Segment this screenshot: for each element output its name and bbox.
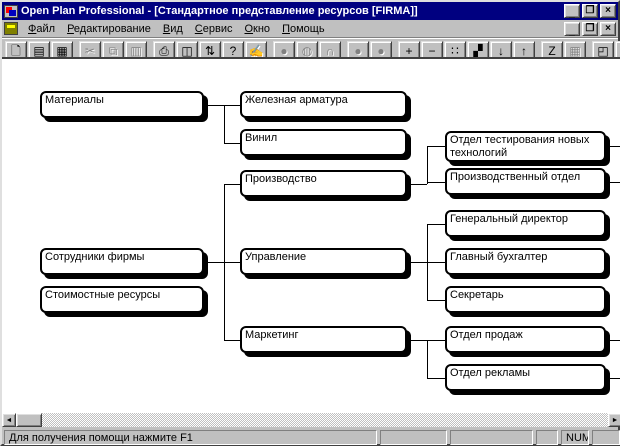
arrow-up-icon[interactable]: ↑ <box>513 40 535 61</box>
connector-line <box>427 224 445 225</box>
node-materials[interactable]: Материалы <box>40 91 204 118</box>
connector-line <box>427 146 445 147</box>
connector-line <box>407 340 445 341</box>
menu-tools[interactable]: Сервис <box>194 22 233 35</box>
context-help-icon: ✍ <box>245 40 267 61</box>
status-panel-4 <box>536 429 558 445</box>
scroll-right-button[interactable]: ► <box>608 413 620 427</box>
connector-line <box>606 146 620 147</box>
scrollbar-thumb[interactable] <box>16 413 42 427</box>
node-vinyl[interactable]: Винил <box>240 129 407 156</box>
connector-line <box>427 340 428 378</box>
status-panel-6 <box>592 429 620 445</box>
connector-line <box>224 184 225 340</box>
menu-edit[interactable]: Редактирование <box>67 22 151 35</box>
toolbar-group: ●● <box>347 40 393 61</box>
connector-line <box>427 378 445 379</box>
node-cost-resources[interactable]: Стоимостные ресурсы <box>40 286 204 313</box>
node-iron-fittings[interactable]: Железная арматура <box>240 91 407 118</box>
menu-window[interactable]: Окно <box>244 22 271 35</box>
connector-line <box>427 300 445 301</box>
scrollbar-track[interactable] <box>42 413 608 427</box>
connector-line <box>427 224 428 300</box>
node-sales-dept[interactable]: Отдел продаж <box>445 326 606 353</box>
node-advertising-dept[interactable]: Отдел рекламы <box>445 364 606 391</box>
app-icon <box>4 4 18 18</box>
toolbar-group: Z▦ <box>541 40 587 61</box>
remove-icon[interactable]: − <box>421 40 443 61</box>
connector-line <box>224 340 240 341</box>
resource-query-icon: ◍ <box>296 40 318 61</box>
horizontal-scrollbar[interactable]: ◄ ► <box>2 413 620 427</box>
new-file-icon[interactable]: 🗋 <box>5 40 27 61</box>
connector-line <box>224 184 240 185</box>
menu-file[interactable]: Файл <box>28 22 56 35</box>
connector-line <box>606 182 620 183</box>
connector-line <box>407 262 445 263</box>
node-marketing[interactable]: Маркетинг <box>240 326 407 353</box>
node-production-dept[interactable]: Производственный отдел <box>445 168 606 195</box>
title-bar: Open Plan Professional - [Стандартное пр… <box>2 2 618 20</box>
connector-line <box>606 378 620 379</box>
close-button[interactable]: × <box>600 4 616 18</box>
node-company-employees[interactable]: Сотрудники фирмы <box>40 248 204 275</box>
connector-line <box>204 105 240 106</box>
menu-bar: Файл Редактирование Вид Сервис Окно Помощь _❐… <box>2 20 618 38</box>
status-help-text: Для получения помощи нажмите F1 <box>4 429 377 445</box>
toolbar-group: +−∷▞↓↑ <box>398 40 536 61</box>
zoom-z-icon[interactable]: Z <box>541 40 563 61</box>
mdi-document-icon[interactable] <box>4 22 18 35</box>
scroll-left-button[interactable]: ◄ <box>2 413 16 427</box>
menu-help[interactable]: Помощь <box>282 22 325 35</box>
connector-line <box>224 105 225 143</box>
restore-button[interactable]: ❐ <box>582 4 598 18</box>
status-panel-2 <box>380 429 447 445</box>
connector-line <box>427 182 445 183</box>
toolbar-group: 🗋▤▦ <box>5 40 74 61</box>
minimize-button[interactable]: _ <box>564 4 580 19</box>
connector-line <box>427 146 428 184</box>
status-bar: Для получения помощи нажмите F1 NUM <box>2 428 620 446</box>
node-general-director[interactable]: Генеральный директор <box>445 210 606 237</box>
connector-line <box>606 340 620 341</box>
node-chief-accountant[interactable]: Главный бухгалтер <box>445 248 606 275</box>
steps-icon[interactable]: ▞ <box>467 40 489 61</box>
node-new-tech-testing-dept[interactable]: Отдел тестирования новых технологий <box>445 131 606 162</box>
node-production[interactable]: Производство <box>240 170 407 197</box>
connector-line <box>224 143 240 144</box>
window-title: Open Plan Professional - [Стандартное пр… <box>21 5 418 17</box>
connector-line <box>407 184 427 185</box>
connector-line <box>204 262 240 263</box>
menu-view[interactable]: Вид <box>162 22 183 35</box>
restore-button[interactable]: ❐ <box>582 21 598 36</box>
status-num-indicator: NUM <box>561 429 589 445</box>
close-button[interactable]: × <box>600 21 616 36</box>
minimize-button[interactable]: _ <box>564 21 580 36</box>
status-panel-3 <box>450 429 533 445</box>
save-icon[interactable]: ▦ <box>51 40 73 61</box>
node-secretary[interactable]: Секретарь <box>445 286 606 313</box>
node-management[interactable]: Управление <box>240 248 407 275</box>
